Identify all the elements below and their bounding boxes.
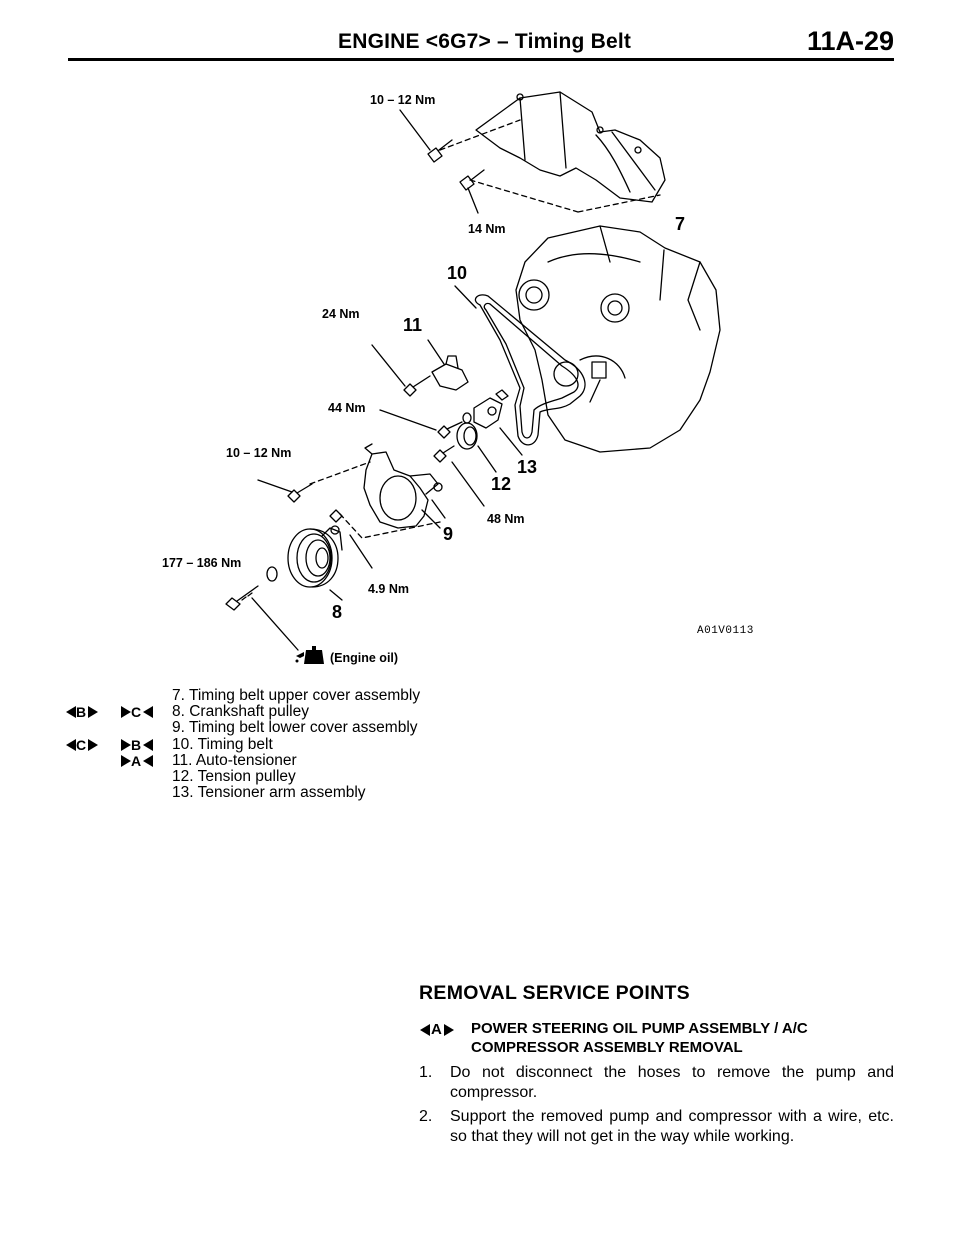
right-triangle-icon: [121, 738, 131, 751]
torque-label: 10 – 12 Nm: [370, 93, 435, 107]
tension-pulley: [456, 422, 478, 450]
step-item: 2. Support the removed pump and compress…: [419, 1107, 894, 1147]
callout-12: 12: [491, 474, 511, 494]
callout-7: 7: [675, 214, 685, 234]
figure-code: A01V0113: [697, 625, 754, 637]
legend-item-text: 10. Timing belt: [172, 735, 273, 753]
page-number: 11A-29: [807, 26, 895, 56]
left-triangle-icon: [420, 1022, 430, 1041]
torque-label: 177 – 186 Nm: [162, 556, 241, 570]
engine-block-outline: [515, 225, 721, 453]
legend-item-text: 11. Auto-tensioner: [172, 751, 297, 769]
legend-item-text: 7. Timing belt upper cover assembly: [172, 687, 421, 704]
legend-item: 12. Tension pulley: [56, 767, 476, 785]
bolt: [437, 421, 463, 439]
legend-item-text: 9. Timing belt lower cover assembly: [172, 719, 418, 737]
legend-item: A 11. Auto-tensioner: [56, 751, 476, 769]
legend-item: B C 8. Crankshaft pulley: [56, 703, 476, 721]
legend-item-text: 12. Tension pulley: [172, 767, 296, 785]
parts-legend: 7. Timing belt upper cover assembly B C …: [56, 687, 476, 802]
lower-cover-assembly: [363, 451, 429, 529]
crankshaft-pulley: [287, 525, 343, 588]
step-list: 1. Do not disconnect the hoses to remove…: [419, 1063, 894, 1147]
left-triangle-icon: [143, 706, 153, 719]
bolt: [329, 509, 343, 523]
torque-label: 4.9 Nm: [368, 582, 409, 596]
bolt: [495, 389, 509, 401]
tensioner-arm: [473, 397, 503, 429]
step-text: Do not disconnect the hoses to remove th…: [450, 1064, 894, 1101]
bolt: [287, 483, 313, 503]
oil-can-icon: [295, 646, 324, 664]
callout-13: 13: [517, 457, 537, 477]
crankshaft-bolt: [225, 585, 259, 611]
step-text: Support the removed pump and compressor …: [450, 1108, 894, 1145]
washer: [266, 566, 278, 582]
upper-cover-assembly: [475, 91, 666, 203]
left-triangle-icon: [66, 738, 76, 751]
page-header: ENGINE <6G7> – Timing Belt 11A-29: [0, 0, 960, 70]
legend-item: C B 10. Timing belt: [56, 735, 476, 753]
camshaft-sprocket: [518, 279, 550, 311]
right-triangle-icon: [444, 1022, 454, 1041]
step-number: 1.: [419, 1064, 433, 1081]
step-item: 1. Do not disconnect the hoses to remove…: [419, 1063, 894, 1103]
right-triangle-icon: [121, 706, 131, 719]
camshaft-sprocket: [600, 293, 630, 323]
legend-item: 9. Timing belt lower cover assembly: [56, 720, 476, 736]
step-number: 2.: [419, 1108, 433, 1125]
legend-item: 13. Tensioner arm assembly: [56, 784, 476, 802]
header-rule: [68, 58, 894, 61]
sub-heading-line: COMPRESSOR ASSEMBLY REMOVAL: [471, 1039, 743, 1056]
legend-item-text: 8. Crankshaft pulley: [172, 703, 309, 721]
callout-11: 11: [403, 315, 422, 335]
oil-note: (Engine oil): [330, 651, 398, 665]
bolt: [459, 169, 485, 191]
right-triangle-icon: [121, 754, 131, 767]
bolt: [403, 375, 431, 397]
timing-belt-diagram: 7 8 9 10 11 12 13 10 – 12 Nm 14 Nm 24 Nm…: [162, 91, 754, 665]
left-triangle-icon: [143, 754, 153, 767]
sub-heading-line: POWER STEERING OIL PUMP ASSEMBLY / A/C: [471, 1020, 808, 1037]
callout-8: 8: [332, 602, 342, 622]
bolt: [433, 445, 455, 463]
removal-service-points: REMOVAL SERVICE POINTS A POWER STEERING …: [419, 982, 894, 1151]
page-title: ENGINE <6G7> – Timing Belt: [338, 30, 632, 53]
torque-label: 48 Nm: [487, 512, 525, 526]
auto-tensioner: [431, 363, 469, 391]
right-triangle-icon: [88, 706, 98, 719]
legend-item: 7. Timing belt upper cover assembly: [56, 687, 476, 704]
section-heading: REMOVAL SERVICE POINTS: [419, 982, 690, 1004]
left-triangle-icon: [66, 706, 76, 719]
right-triangle-icon: [88, 738, 98, 751]
torque-label: 24 Nm: [322, 307, 360, 321]
torque-label: 44 Nm: [328, 401, 366, 415]
legend-item-text: 13. Tensioner arm assembly: [172, 784, 366, 802]
torque-label: 14 Nm: [468, 222, 506, 236]
callout-10: 10: [447, 263, 467, 283]
sub-heading: A POWER STEERING OIL PUMP ASSEMBLY / A/C…: [419, 1019, 894, 1057]
torque-label: 10 – 12 Nm: [226, 446, 291, 460]
timing-belt: [474, 294, 586, 446]
bolt: [427, 139, 453, 163]
callout-9: 9: [443, 524, 453, 544]
left-triangle-icon: [143, 738, 153, 751]
